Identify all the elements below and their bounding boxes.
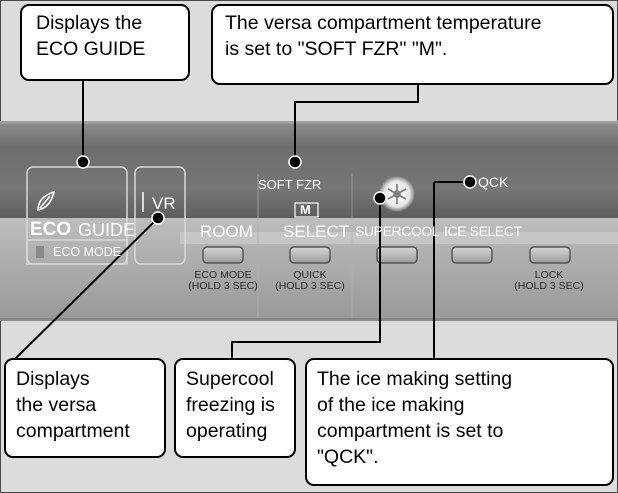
qck-dot	[463, 175, 477, 189]
m-indicator: M	[300, 202, 311, 217]
panel-upper	[0, 123, 618, 218]
lock-sub-label: LOCK (HOLD 3 SEC)	[514, 269, 584, 292]
eco-guide-label: GUIDE	[78, 220, 136, 240]
callout-supercool: Supercool freezing is operating	[174, 358, 296, 458]
soft-fzr-dot	[288, 155, 302, 169]
eco-guide-dot	[76, 155, 90, 169]
select-button[interactable]	[289, 246, 331, 264]
leaf-icon	[37, 190, 56, 211]
supercool-button[interactable]	[376, 246, 418, 264]
callout-ice-making: The ice making setting of the ice making…	[305, 358, 614, 486]
ice-select-label: ICE SELECT	[444, 223, 522, 239]
callout-eco-guide: Displays the ECO GUIDE	[20, 4, 190, 81]
supercool-dot	[373, 191, 387, 205]
eco-mode-sub-label: ECO MODE (HOLD 3 SEC)	[188, 269, 258, 292]
room-button[interactable]	[202, 246, 244, 264]
leader-lines	[13, 79, 470, 361]
vr-label: VR	[152, 194, 176, 213]
select-label: SELECT	[283, 222, 350, 241]
vr-box	[134, 166, 186, 265]
eco-logo: ECO	[30, 219, 72, 240]
supercool-label: SUPERCOOL	[355, 223, 440, 239]
callout-versa-temp: The versa compartment temperature is set…	[211, 4, 614, 85]
qck-label: QCK	[478, 174, 509, 190]
eco-mode-indicator-label: ECO MODE	[53, 245, 122, 259]
vr-dot	[151, 211, 165, 225]
soft-fzr-label: SOFT FZR	[258, 177, 322, 192]
m-indicator-frame	[294, 202, 319, 218]
callout-versa-display: Displays the versa compartment	[4, 358, 166, 458]
ice-select-button[interactable]	[451, 246, 493, 264]
lock-button[interactable]	[529, 246, 571, 264]
eco-mode-led	[36, 246, 44, 258]
room-label: ROOM	[200, 222, 253, 241]
snowflake-icon	[387, 184, 407, 204]
quick-sub-label: QUICK (HOLD 3 SEC)	[275, 269, 345, 292]
